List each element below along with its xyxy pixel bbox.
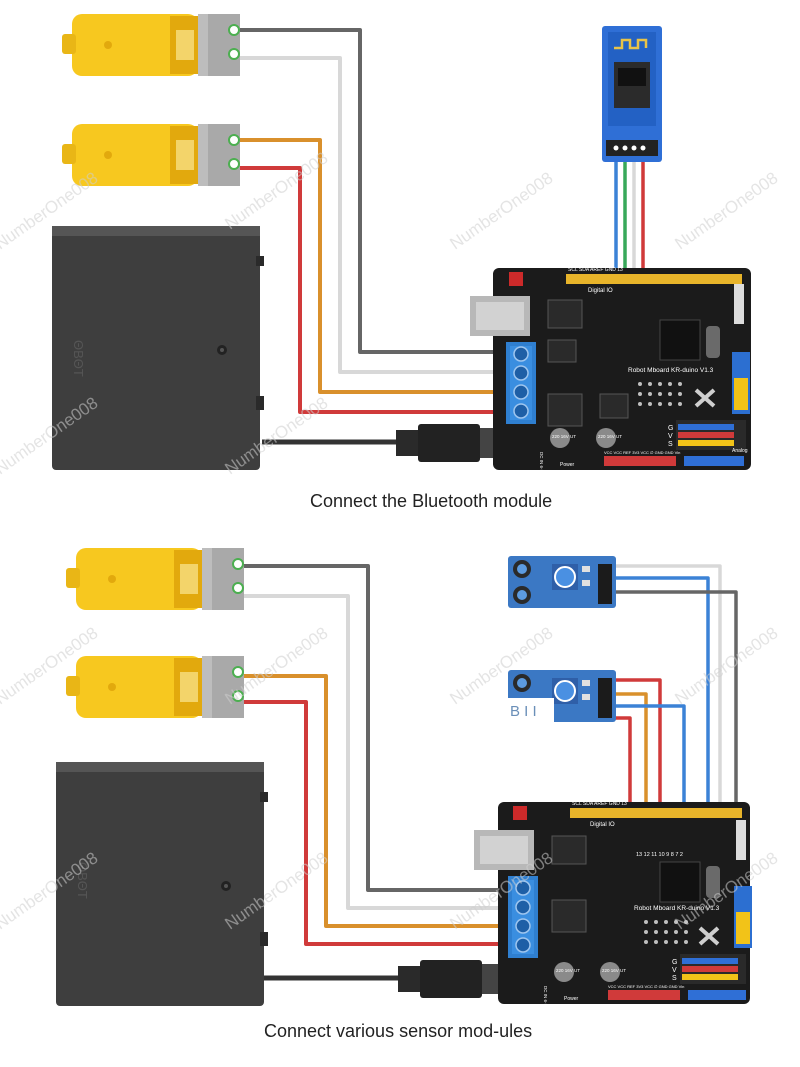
- dc-in-label: DC IN 6-15V: [539, 452, 544, 478]
- battery-brand: ΘΒΘΤ: [71, 340, 86, 377]
- sensor-wires: [614, 564, 738, 826]
- digital-io-label: Digital IO: [588, 288, 613, 294]
- power-label-2: Power: [564, 996, 579, 1002]
- digital-io-label-2: Digital IO: [590, 822, 615, 828]
- pin-numbers: 13 12 11 10 9 8 7 2: [636, 852, 683, 858]
- board-name: Robot Mboard KR-duino V1.3: [628, 367, 714, 374]
- watermark: NumberOne008: [671, 168, 781, 253]
- analog-label: Analog: [732, 448, 748, 454]
- motor-wires-top: [240, 28, 505, 445]
- pin-header-label-2: SCL SDA AREF GND 13: [572, 801, 627, 807]
- gvs-g-bottom: G: [672, 959, 677, 966]
- power-label: Power: [560, 462, 575, 468]
- wire-gray: [240, 28, 505, 354]
- gvs-v-top: V: [668, 433, 673, 440]
- board-name-2: Robot Mboard KR-duino V1.3: [634, 905, 720, 912]
- motor-4: [65, 655, 245, 719]
- capacitor-3-label: 220 16V UT: [556, 968, 580, 973]
- dc-in-label-2: DC IN 6-15V: [543, 986, 548, 1012]
- gvs-s-bottom: S: [672, 975, 677, 982]
- capacitor-2-label: 220 16V UT: [598, 434, 622, 439]
- motor-1: [61, 13, 241, 77]
- wire-orange: [240, 138, 505, 394]
- gvs-s-top: S: [668, 441, 673, 448]
- wire-red: [240, 166, 505, 414]
- controller-board-2: SCL SDA AREF GND 13 Digital IO 13 12 11 …: [474, 801, 752, 1012]
- motor-terminal: [505, 341, 537, 425]
- pin-header-label: SCL SDA AREF GND 13: [568, 267, 623, 273]
- battery-brand-2: ΘΒΘΤ: [75, 862, 90, 899]
- caption-bluetooth: Connect the Bluetooth module: [310, 491, 553, 511]
- wire-gray: [244, 564, 510, 892]
- power-header-label: VCC VCC REF 3V3 VCC ∅ GND GND Vin: [604, 450, 680, 455]
- sensor-diagram: ΘΒΘΤ B I I SCL SDA AREF GND 13 Digital I…: [56, 547, 752, 1012]
- watermark: NumberOne008: [446, 168, 556, 253]
- sensor-module-2: B I I: [507, 669, 617, 723]
- gvs-v-bottom: V: [672, 967, 677, 974]
- wire-white: [240, 56, 505, 374]
- battery-box: ΘΒΘΤ: [52, 226, 264, 470]
- capacitor-1-label: 220 16V UT: [552, 434, 576, 439]
- controller-board: SCL SDA AREF GND 13 Digital IO Robot Mbo…: [470, 267, 751, 478]
- caption-sensors: Connect various sensor mod-ules: [264, 1021, 533, 1041]
- battery-box-2: ΘΒΘΤ: [56, 762, 268, 1006]
- sensor-note: B I I: [510, 703, 537, 720]
- power-header-label-2: VCC VCC REF 3V3 VCC ∅ GND GND Vin: [608, 984, 684, 989]
- wire-red: [244, 700, 510, 946]
- capacitor-4-label: 220 16V UT: [602, 968, 626, 973]
- bluetooth-module: [602, 26, 662, 162]
- bluetooth-diagram: ΘΒΘΤ SCL SDA AREF GN: [52, 13, 751, 478]
- wire-orange: [244, 674, 510, 928]
- wire-white: [244, 594, 510, 910]
- sensor-module-1: [507, 555, 617, 609]
- motor-3: [65, 547, 245, 611]
- motor-wires-bottom: [244, 564, 510, 981]
- gvs-g-top: G: [668, 425, 673, 432]
- watermark: NumberOne008: [671, 623, 781, 708]
